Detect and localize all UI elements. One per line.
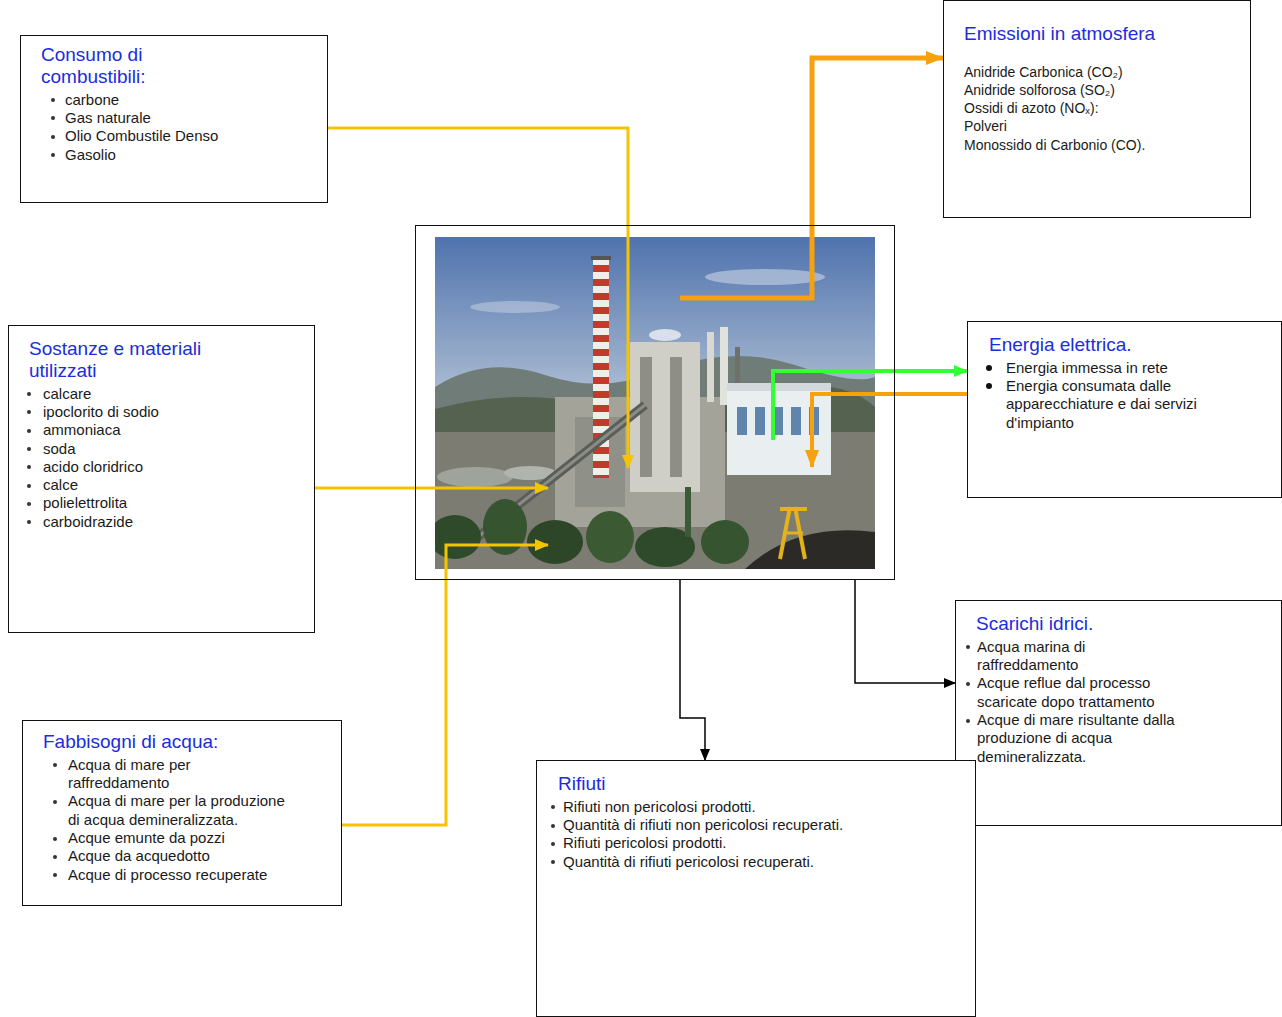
item-text: Ossidi di azoto (NOₓ): bbox=[944, 99, 1250, 117]
waste-box: RifiutiRifiuti non pericolosi prodotti.Q… bbox=[536, 760, 976, 1017]
box-heading: Sostanze e materiali utilizzati bbox=[9, 338, 249, 382]
box-heading: Emissioni in atmosfera bbox=[944, 23, 1250, 45]
flow-arrow bbox=[773, 371, 967, 440]
discharge-box: Scarichi idrici. Acqua marina di raffredd… bbox=[955, 600, 1282, 826]
bullet-item: Acqua di mare per la produzione di acqua… bbox=[23, 792, 303, 829]
bullet-item: polielettrolita bbox=[9, 494, 314, 512]
bullet-item: calcare bbox=[9, 385, 314, 403]
box-heading: Rifiuti bbox=[537, 773, 975, 795]
fuel-box: Consumo di combustibili: carboneGas natur… bbox=[20, 35, 328, 203]
bullet-item: Acque emunte da pozzi bbox=[23, 829, 303, 847]
bullet-item: Quantità di rifiuti non pericolosi recup… bbox=[537, 816, 863, 834]
flow-arrow bbox=[680, 580, 705, 760]
bullet-item: Rifiuti non pericolosi prodotti. bbox=[537, 798, 863, 816]
bullet-item: carbone bbox=[21, 91, 327, 109]
flow-arrow bbox=[328, 128, 628, 468]
flow-arrow bbox=[342, 545, 548, 825]
item-text: Polveri bbox=[944, 117, 1250, 135]
bullet-item: calce bbox=[9, 476, 314, 494]
bullet-item: Gas naturale bbox=[21, 109, 327, 127]
bullet-item: acido cloridrico bbox=[9, 458, 314, 476]
box-heading: Scarichi idrici. bbox=[956, 613, 1281, 635]
bullet-item: ammoniaca bbox=[9, 421, 314, 439]
bullet-item: carboidrazide bbox=[9, 513, 314, 531]
item-text: Anidride solforosa (SO₂) bbox=[944, 81, 1250, 99]
bullet-item: Acque di mare risultante dalla produzion… bbox=[956, 711, 1187, 766]
bullet-item: Acque da acquedotto bbox=[23, 847, 303, 865]
box-heading: Energia elettrica. bbox=[968, 334, 1281, 356]
item-text: Monossido di Carbonio (CO). bbox=[944, 136, 1250, 154]
flow-arrow bbox=[680, 58, 943, 298]
plant-photo bbox=[435, 237, 875, 569]
bullet-item: Olio Combustile Denso bbox=[21, 127, 327, 145]
industrial-building bbox=[555, 327, 740, 527]
bullet-item: Gasolio bbox=[21, 146, 327, 164]
flow-arrow bbox=[855, 580, 955, 683]
materials-box: Sostanze e materiali utilizzati calcareip… bbox=[8, 325, 315, 633]
box-heading: Consumo di combustibili: bbox=[21, 44, 191, 88]
energy-box: Energia elettrica. Energia immessa in ret… bbox=[967, 321, 1282, 498]
bullet-item: ipoclorito di sodio bbox=[9, 403, 314, 421]
bullet-item: Rifiuti pericolosi prodotti. bbox=[537, 834, 863, 852]
bullet-item: Acqua di mare per raffreddamento bbox=[23, 756, 303, 793]
bullet-item: Quantità di rifiuti pericolosi recuperat… bbox=[537, 853, 863, 871]
plant-frame bbox=[415, 225, 895, 580]
coal-yard bbox=[745, 507, 875, 569]
water-box: Fabbisogni di acqua: Acqua di mare per ra… bbox=[22, 720, 342, 906]
bullet-item: Acque di processo recuperate bbox=[23, 866, 303, 884]
bullet-item: Acqua marina di raffreddamento bbox=[956, 638, 1187, 675]
trees bbox=[435, 487, 749, 567]
white-building bbox=[727, 383, 831, 475]
flow-arrow bbox=[812, 394, 967, 467]
box-heading: Fabbisogni di acqua: bbox=[23, 731, 341, 753]
bullet-item: Acque reflue dal processo scaricate dopo… bbox=[956, 674, 1187, 711]
bullet-item: Energia immessa in rete bbox=[968, 359, 1221, 377]
emissions-box: Emissioni in atmosferaAnidride Carbonica… bbox=[943, 0, 1251, 218]
bullet-item: Energia consumata dalle apparecchiature … bbox=[968, 377, 1221, 432]
bullet-item: soda bbox=[9, 440, 314, 458]
flow-arrow bbox=[315, 487, 548, 490]
item-text: Anidride Carbonica (CO₂) bbox=[944, 63, 1250, 81]
